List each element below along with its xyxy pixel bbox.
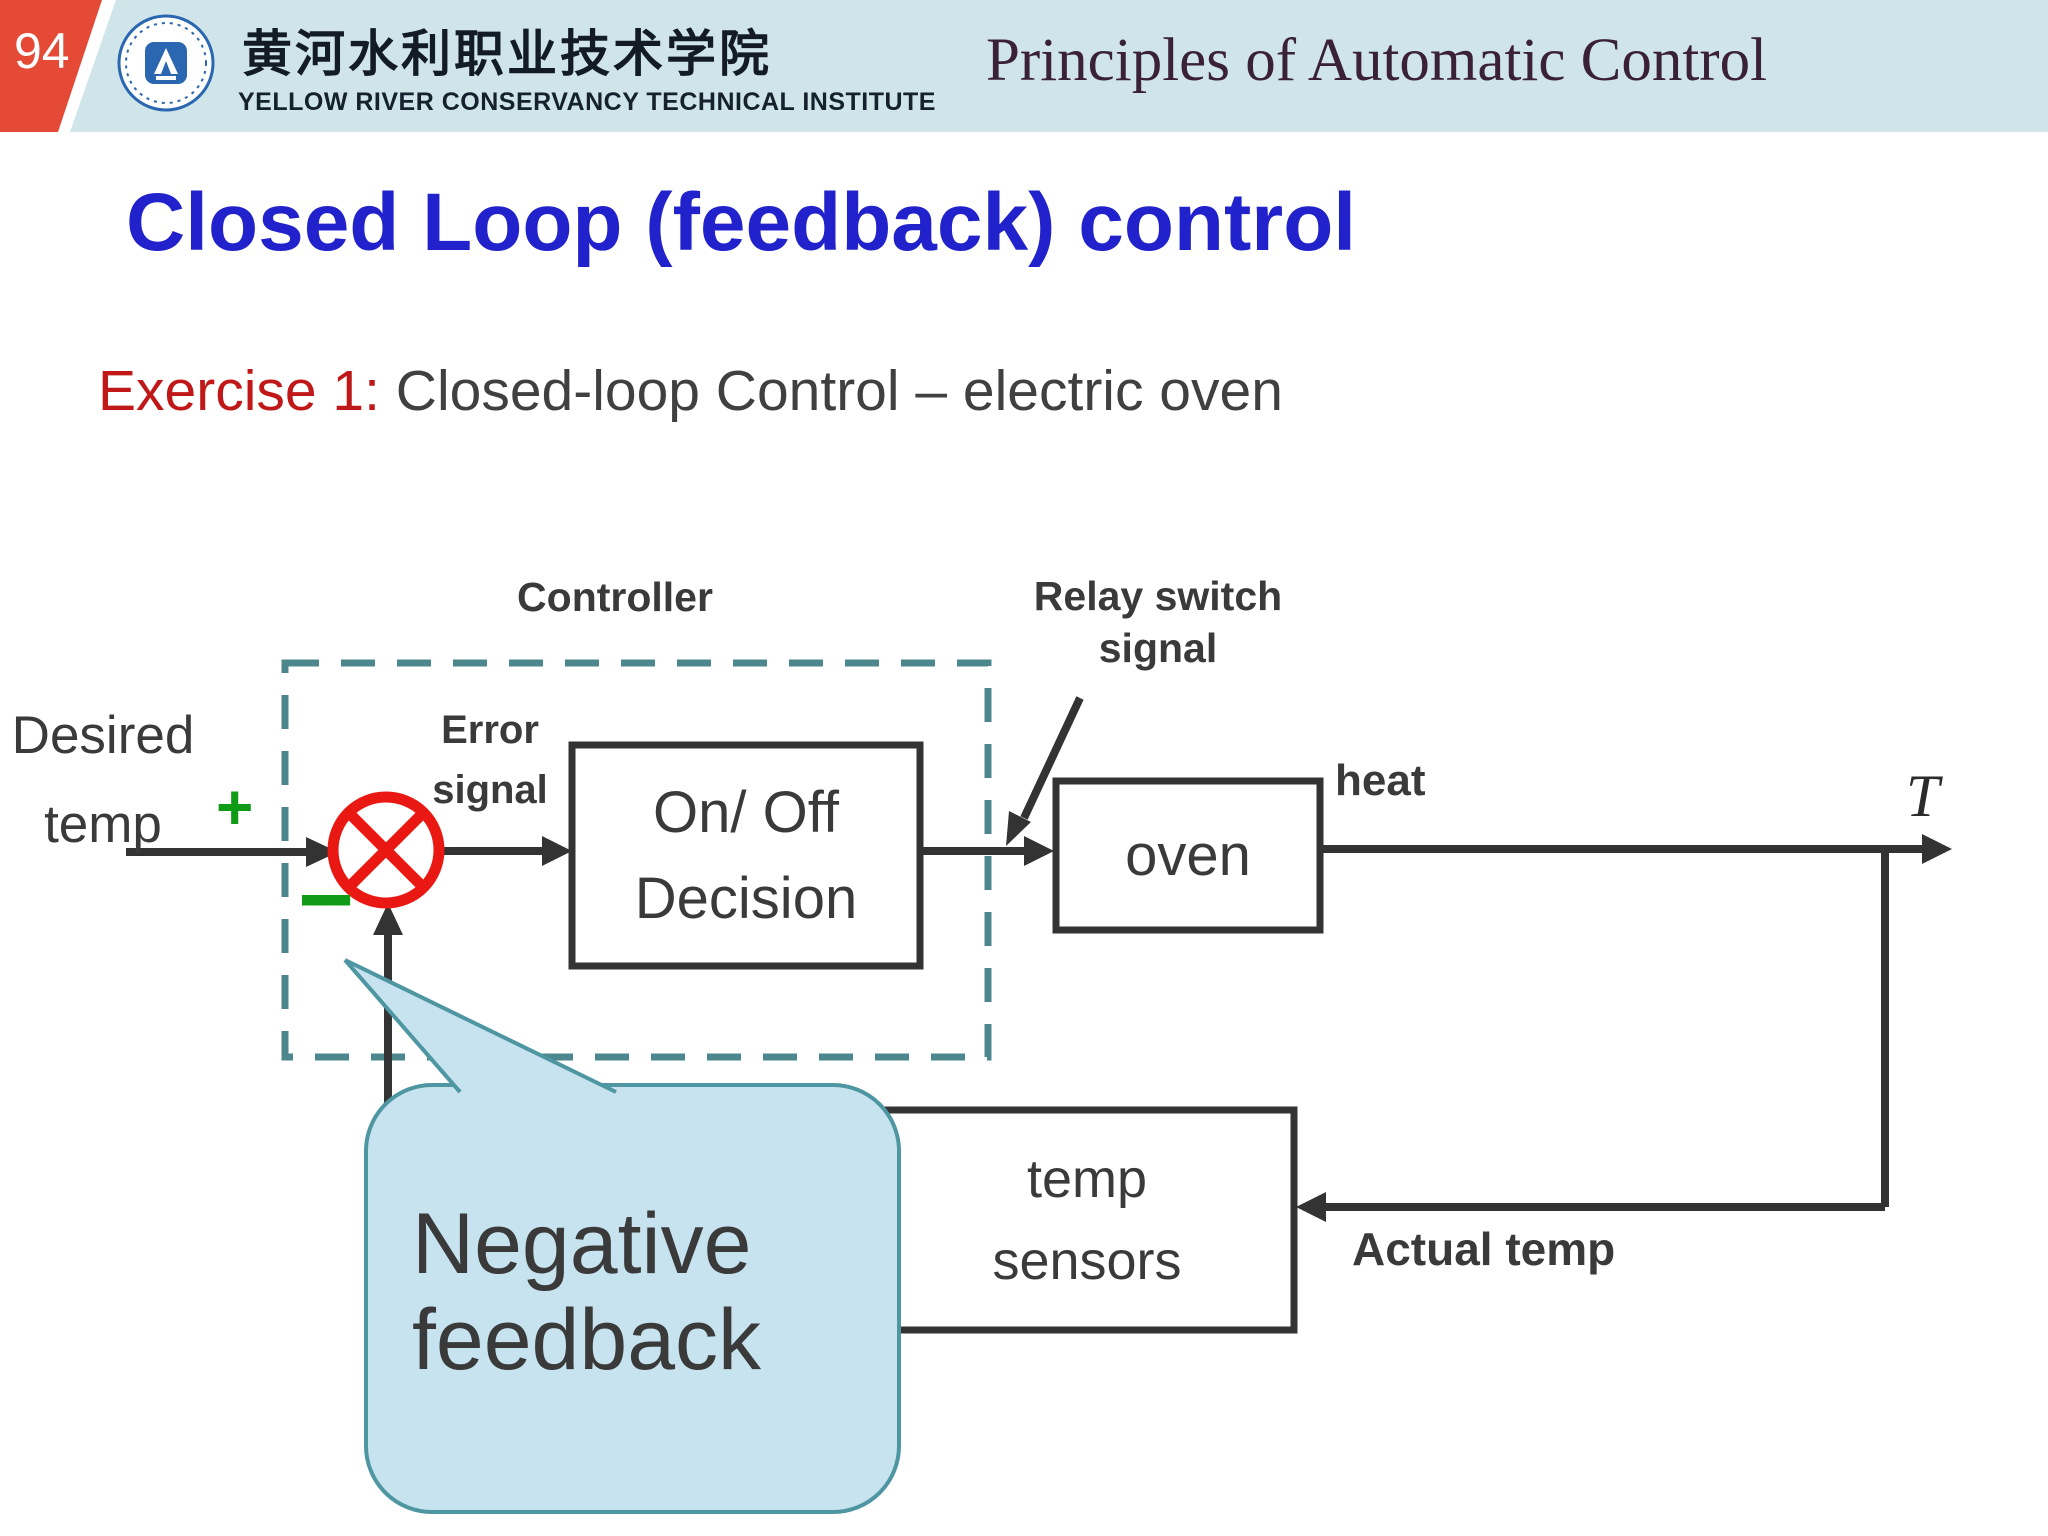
relay-pointer-line xyxy=(1020,696,1084,820)
output-temperature-label: T xyxy=(1906,763,1940,829)
relay-switch-label-line1: Relay switch xyxy=(1033,573,1283,619)
heat-label: heat xyxy=(1335,756,1426,805)
exercise-line: Exercise 1: Closed-loop Control – electr… xyxy=(98,358,1283,424)
negative-feedback-label-line2: feedback xyxy=(412,1292,762,1389)
institute-name-chinese: 黄河水利职业技术学院 xyxy=(242,26,772,82)
onoff-decision-box xyxy=(568,741,924,970)
temp-sensors-label: temp sensors xyxy=(880,1110,1294,1330)
actual-temp-label: Actual temp xyxy=(1352,1223,1616,1275)
plus-sign: + xyxy=(216,771,254,843)
onoff-decision-label-line1: On/ Off xyxy=(653,779,839,845)
error-signal-label-line1: Error xyxy=(441,708,539,752)
error-signal-arrowhead xyxy=(542,836,572,866)
summing-junction-cross-2 xyxy=(345,809,427,891)
exercise-text: Closed-loop Control – electric oven xyxy=(379,359,1283,423)
error-signal-label-line2: signal xyxy=(432,768,548,812)
oven-input-arrowhead xyxy=(1024,836,1054,866)
relay-switch-label-line2: signal xyxy=(1098,625,1218,672)
slide-title: Closed Loop (feedback) control xyxy=(126,177,1357,268)
institute-name-english: YELLOW RIVER CONSERVANCY TECHNICAL INSTI… xyxy=(238,88,936,116)
page-number: 94 xyxy=(14,23,70,79)
desired-temp-arrowhead xyxy=(306,837,338,867)
sensor-input-arrowhead xyxy=(1296,1192,1326,1222)
desired-temp-label-line1: Desired xyxy=(11,706,195,765)
temp-sensors-label-line2: sensors xyxy=(992,1231,1182,1291)
logo-text-ring xyxy=(125,22,207,104)
desired-temp-label-line2: temp xyxy=(44,794,162,854)
output-arrowhead xyxy=(1922,834,1952,864)
bubble-tail-edge-left xyxy=(343,958,462,1094)
negative-feedback-label: Negative feedback xyxy=(412,1196,761,1389)
oven-label: oven xyxy=(1125,823,1251,888)
bubble-tail-edge-right xyxy=(344,958,617,1094)
institute-logo xyxy=(117,14,215,112)
oven-box xyxy=(1052,777,1324,934)
logo-water-mark xyxy=(156,76,176,80)
minus-sign: − xyxy=(298,846,355,953)
summing-feedback-arrowhead xyxy=(373,903,403,935)
logo-mountain-mark xyxy=(154,48,178,74)
course-title: Principles of Automatic Control xyxy=(986,27,1768,94)
negative-feedback-bubble xyxy=(364,1083,901,1514)
onoff-decision-label: On/ Off Decision xyxy=(572,745,920,966)
controller-label: Controller xyxy=(517,574,713,620)
controller-dashed-box xyxy=(281,659,992,1061)
desired-temp-label: Desired temp xyxy=(8,692,198,869)
header-bar: 94 黄河水利职业技术学院 YELLOW RIVER CONSERVANCY T… xyxy=(0,0,2048,132)
relay-switch-label: Relay switch signal xyxy=(1008,570,1308,675)
onoff-decision-label-line2: Decision xyxy=(634,865,858,931)
temp-sensors-label-line1: temp xyxy=(1026,1148,1148,1209)
negative-feedback-label-line1: Negative xyxy=(412,1196,752,1292)
temp-sensors-box xyxy=(876,1106,1298,1334)
relay-pointer-arrowhead xyxy=(1006,811,1031,846)
exercise-label: Exercise 1: xyxy=(98,359,380,423)
error-signal-label: Error signal xyxy=(390,700,590,820)
